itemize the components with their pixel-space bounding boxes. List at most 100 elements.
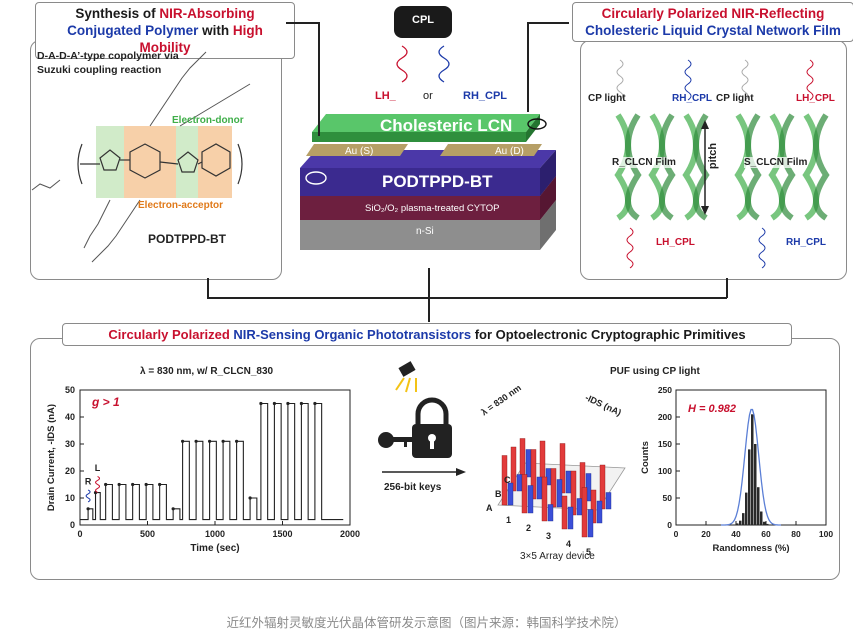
array-bar-blue bbox=[585, 473, 592, 502]
hist-bar bbox=[763, 521, 766, 525]
phototransistor-panel bbox=[30, 338, 840, 580]
x-tick-label: 0 bbox=[77, 529, 82, 539]
figure-caption: 近红外辐射灵敏度光伏晶体管研发示意图（图片来源：韩国科学技术院） bbox=[226, 615, 627, 630]
y-tick-label: 30 bbox=[65, 439, 75, 449]
cp-light-spiral-1 bbox=[616, 59, 624, 101]
x-axis-label: Time (sec) bbox=[190, 543, 239, 554]
connector-bottom-horizontal bbox=[207, 297, 727, 299]
array-bar-red bbox=[541, 476, 548, 522]
bracket-left bbox=[77, 143, 83, 185]
array-bar-blue bbox=[596, 500, 603, 524]
array-col-label: 3 bbox=[546, 531, 551, 541]
array-col-label: 4 bbox=[566, 539, 571, 549]
hist-x-tick-label: 60 bbox=[761, 529, 771, 539]
alkyl-chain-bottom2 bbox=[31, 179, 61, 191]
hist-x-tick-label: 20 bbox=[701, 529, 711, 539]
array-bar-blue bbox=[525, 449, 532, 478]
hist-x-label: Randomness (%) bbox=[712, 543, 789, 554]
hist-y-tick-label: 150 bbox=[658, 439, 672, 449]
bracket-right bbox=[237, 143, 243, 185]
array-label: 3×5 Array device bbox=[520, 551, 595, 562]
pulse-peak-point bbox=[86, 507, 90, 511]
s-clcn-film-label: S_CLCN Film bbox=[744, 157, 808, 168]
electron-donor-label: Electron-donor bbox=[172, 115, 244, 126]
hist-y-tick-label: 250 bbox=[658, 385, 672, 395]
hist-bar bbox=[751, 414, 754, 525]
hist-x-tick-label: 80 bbox=[791, 529, 801, 539]
peak-label-r: R bbox=[85, 477, 92, 487]
hist-bar bbox=[736, 523, 739, 525]
array-bar-red bbox=[561, 495, 568, 530]
polymer-layer-label: PODTPPD-BT bbox=[382, 172, 493, 191]
copolymer-description: D-A-D-A’-type copolymer via Suzuki coupl… bbox=[37, 50, 179, 76]
hist-bar bbox=[742, 513, 745, 525]
cpl-label: CPL bbox=[412, 14, 434, 26]
clcn-helix-diagram bbox=[614, 59, 830, 269]
rh-label: RH_CPL bbox=[463, 90, 508, 102]
array-bar-red bbox=[521, 474, 528, 514]
phototransistor-title: Circularly Polarized NIR-Sensing Organic… bbox=[62, 323, 792, 346]
s-clcn-helix-group bbox=[734, 113, 830, 221]
r-clcn-helix-group bbox=[614, 113, 710, 221]
array-bar-red bbox=[599, 464, 606, 510]
hist-bar bbox=[733, 524, 736, 525]
pulse-peak-point bbox=[171, 507, 175, 511]
or-label: or bbox=[423, 90, 433, 102]
peak-label-l: L bbox=[95, 463, 101, 473]
connector-right-horizontal bbox=[527, 22, 569, 24]
pulse-peak-point bbox=[235, 439, 239, 443]
electron-acceptor-label: Electron-acceptor bbox=[138, 200, 224, 211]
pulse-peak-point bbox=[272, 401, 276, 406]
keys-label: 256-bit keys bbox=[384, 482, 442, 493]
au-drain-label: Au (D) bbox=[495, 146, 524, 157]
si-layer-label: n-Si bbox=[416, 226, 434, 237]
synthesis-title: Synthesis of NIR-Absorbing Conjugated Po… bbox=[35, 2, 295, 59]
pulse-peak-point bbox=[248, 496, 252, 500]
array-col-label: 2 bbox=[526, 523, 531, 533]
array-bar-blue bbox=[516, 474, 523, 492]
pulse-peak-point bbox=[221, 439, 225, 443]
lcn-layer-label: Cholesteric LCN bbox=[380, 116, 513, 135]
puf-title: PUF using CP light bbox=[610, 366, 700, 377]
rh-cpl-out-label: RH_CPL bbox=[786, 237, 827, 248]
array-bar-blue bbox=[567, 506, 574, 530]
array-bar-red bbox=[559, 443, 566, 494]
pulse-peak-point bbox=[208, 439, 212, 443]
array-bar-red bbox=[590, 489, 597, 524]
pulse-peak-point bbox=[299, 401, 303, 406]
hist-x-tick-label: 0 bbox=[674, 529, 679, 539]
pulse-peak-point bbox=[144, 482, 148, 487]
gaussian-fit-line bbox=[720, 408, 782, 526]
y-tick-label: 40 bbox=[65, 412, 75, 422]
cp-light-spiral-2 bbox=[741, 59, 749, 101]
r-spiral-marker bbox=[85, 489, 91, 503]
lh-cpl-label-2: LH_CPL bbox=[796, 93, 835, 104]
arrow-right-icon bbox=[382, 468, 466, 476]
polymer-structure bbox=[31, 51, 251, 263]
polymer-name: PODTPPD-BT bbox=[148, 232, 226, 246]
hamming-annotation: H = 0.982 bbox=[688, 403, 736, 415]
hist-bar bbox=[739, 520, 742, 525]
pulse-peak-point bbox=[131, 482, 135, 487]
hist-bar bbox=[754, 444, 757, 525]
array-bar-blue bbox=[547, 504, 554, 522]
pulse-peak-point bbox=[313, 401, 317, 406]
clcn-title: Circularly Polarized NIR-Reflecting Chol… bbox=[572, 2, 853, 42]
y-axis-label: Drain Current, -IDS (nA) bbox=[46, 404, 57, 511]
connector-left-horizontal bbox=[286, 22, 319, 24]
array-bar-red bbox=[519, 438, 526, 478]
x-tick-label: 500 bbox=[140, 529, 155, 539]
hist-bar bbox=[760, 511, 763, 525]
alkyl-chain-bottom3 bbox=[83, 199, 111, 249]
y-tick-label: 50 bbox=[65, 385, 75, 395]
array-bar-red bbox=[581, 487, 588, 538]
array-bar-blue bbox=[556, 479, 563, 508]
array-row-label: C bbox=[504, 475, 511, 485]
y-tick-label: 10 bbox=[65, 493, 75, 503]
rh-cpl-label-1: RH_CPL bbox=[672, 93, 713, 104]
benzothiadiazole-ring bbox=[201, 143, 231, 177]
padlock-icon bbox=[412, 397, 452, 458]
l-spiral-marker bbox=[95, 475, 101, 493]
cp-light-label-2: CP light bbox=[716, 93, 754, 104]
